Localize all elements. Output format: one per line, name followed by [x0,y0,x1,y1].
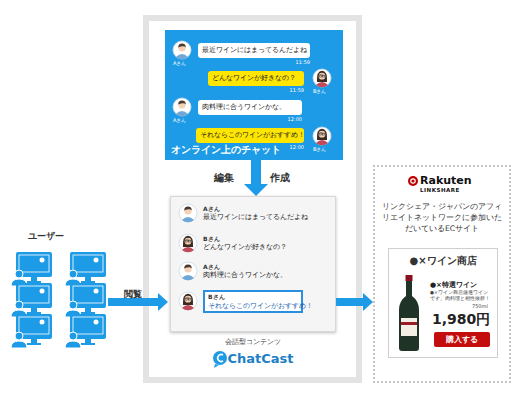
avatar-a [179,204,197,222]
avatar-a [179,262,197,280]
user-monitor [65,252,106,286]
node-text: それならこのワインがおすすめ！ [196,128,304,143]
chat-bubble: 最近ワインにはまってるんだよね11:59 [198,43,310,58]
node-text: 会話型コンテンツ [170,337,336,347]
node-text: 肉料理に合うワインかな。 [198,100,302,115]
label-text: Bさん [313,88,326,94]
ec-site-area: リンクシェア・ジャパンのアフィリエイトネットワークに参加いただいているECサイト… [373,165,511,383]
node-text: ChatCast [149,351,356,366]
label-text: ユーザー [28,230,64,243]
label-text: Bさん [313,146,326,152]
flow-arrow [244,160,268,196]
label-text: どんなワインが好きなの？ [203,243,287,252]
avatar-b [179,292,197,310]
avatar-b [313,127,331,145]
flow-arrow [336,293,373,311]
node-text: 最近ワインにはまってるんだよね [198,43,310,58]
node-text: リンクシェア・ジャパンのアフィリエイトネットワークに参加いただいているECサイト [382,201,502,234]
node-text: どんなワインが好きなの？ [208,71,304,86]
user-monitor [65,283,106,317]
label-text: ●×特選ワイン [430,280,477,290]
chat-bubble: 肉料理に合うワインかな。12:00 [198,100,302,115]
label-text: Rakuten [420,174,472,187]
label-text: 1,980円 [432,311,490,329]
node-text: それならこのワインがおすすめ！ [208,302,313,311]
avatar-b [179,234,197,252]
user-monitor [11,283,52,317]
node-text: 11:59 [290,87,304,93]
rakuten-mark [408,176,418,186]
platform-frame: ChatCastオンライン上のチャット最近ワインにはまってるんだよね11:59ど… [143,15,362,383]
label-text: 750ml [472,303,488,309]
label-text: 肉料理に合うワインかな。 [203,271,287,280]
node-text: 12:00 [288,116,302,122]
label-text: Aさん [173,60,186,66]
node-text: 購入する [434,332,490,347]
label-text: 作成 [270,171,290,185]
label-text: ●×ワイン商店厳選ワインです。肉料理と相性抜群！ [430,290,492,302]
node-text: ●×ワイン商店 [389,254,497,268]
user-monitor [65,314,106,348]
chat-bubble: それならこのワインがおすすめ！12:00 [196,128,304,143]
wine-bottle [399,275,419,351]
node-text: 12:00 [290,144,304,150]
label-text: Aさん [173,117,186,123]
user-monitor [11,252,52,286]
avatar-a [173,41,191,59]
label-text: Bさん [203,235,220,244]
avatar-a [173,98,191,116]
label-text: 閲覧 [124,288,142,301]
link-highlight: Bさんそれならこのワインがおすすめ！ [203,290,303,313]
user-monitor [11,314,52,348]
avatar-b [313,69,331,87]
node-text: 11:59 [296,59,310,65]
buy-button: 購入する [434,332,490,347]
node-text: Bさん [208,293,225,302]
chatcast-icon [213,351,227,368]
label-text: LINKSHARE [420,187,460,193]
label-text: 編集 [214,171,234,185]
label-text: 最近ワインにはまってるんだよね [203,213,308,222]
label-text: Aさん [203,205,220,214]
chat-bubble: どんなワインが好きなの？11:59 [208,71,304,86]
label-text: Aさん [203,263,220,272]
